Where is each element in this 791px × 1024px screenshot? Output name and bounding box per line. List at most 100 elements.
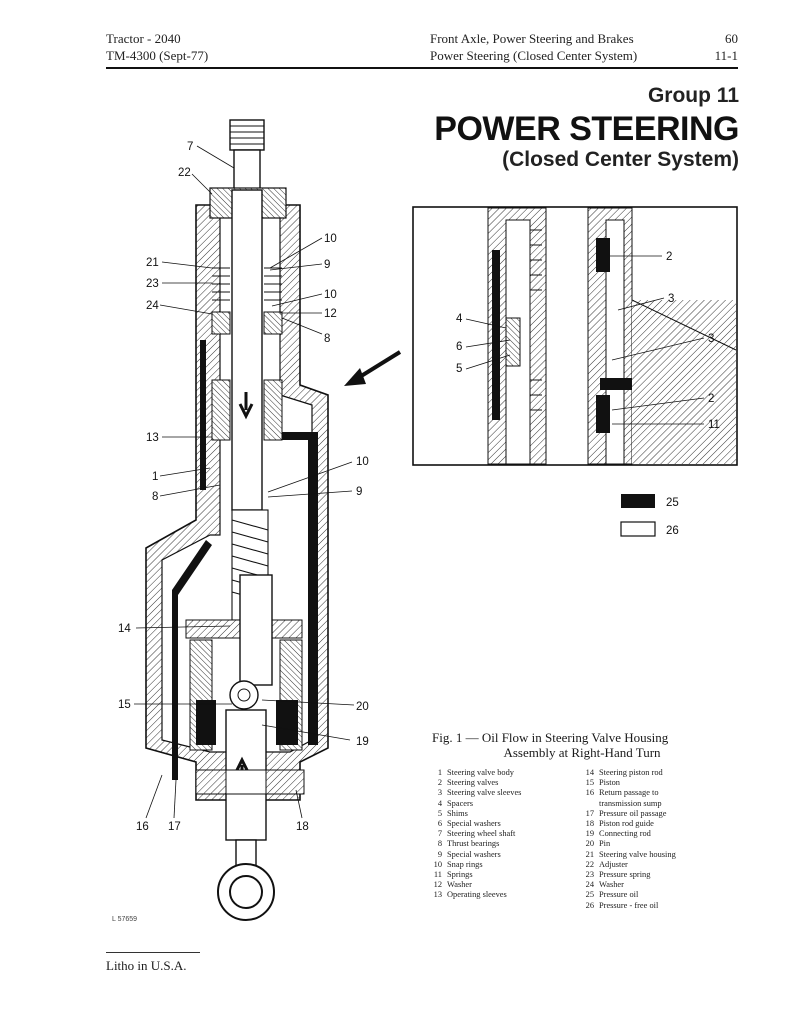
figure-id: L 57659 bbox=[112, 916, 138, 923]
part-number: 20 bbox=[585, 839, 594, 849]
callout-10c: 10 bbox=[356, 456, 369, 468]
parts-list-item: 7 Steering wheel shaft bbox=[428, 829, 578, 839]
part-name: Shims bbox=[447, 808, 468, 818]
legend-key-26: 26 bbox=[666, 525, 679, 537]
parts-list-item: transmission sump bbox=[580, 799, 740, 809]
part-name: Steering wheel shaft bbox=[447, 829, 516, 839]
figure-caption: Fig. 1 — Oil Flow in Steering Valve Hous… bbox=[432, 730, 732, 760]
part-number: 14 bbox=[585, 768, 594, 777]
caption-line1: Fig. 1 — Oil Flow in Steering Valve Hous… bbox=[432, 730, 669, 745]
part-number: 3 bbox=[437, 788, 442, 798]
part-name: Springs bbox=[447, 870, 473, 880]
parts-list-item: 14 Steering piston rod bbox=[580, 768, 740, 778]
parts-list-item: 11 Springs bbox=[428, 870, 578, 880]
page-title: POWER STEERING bbox=[434, 110, 739, 148]
part-name: Connecting rod bbox=[599, 829, 651, 839]
parts-list-item: 17 Pressure oil passage bbox=[580, 809, 740, 819]
header-right: Front Axle, Power Steering and Brakes 60… bbox=[430, 30, 738, 64]
callout-12: 12 bbox=[324, 308, 337, 320]
pressure-oil-swatch bbox=[621, 494, 655, 508]
part-number: 24 bbox=[585, 880, 594, 890]
callout-22: 22 bbox=[178, 167, 191, 179]
part-number: 10 bbox=[433, 859, 442, 869]
part-name: Special washers bbox=[447, 819, 501, 829]
section-number: 60 bbox=[725, 31, 738, 46]
parts-list-item: 19 Connecting rod bbox=[580, 829, 740, 839]
part-name: transmission sump bbox=[599, 798, 662, 808]
part-name: Pressure oil bbox=[599, 890, 639, 900]
callout-13: 13 bbox=[146, 432, 159, 444]
part-number: 5 bbox=[437, 808, 442, 818]
part-number: 23 bbox=[585, 870, 594, 880]
part-name: Pressure oil passage bbox=[599, 808, 667, 818]
part-number: 18 bbox=[585, 819, 594, 829]
part-number: 26 bbox=[585, 900, 594, 910]
part-number: 7 bbox=[437, 829, 442, 839]
part-name: Spacers bbox=[447, 798, 474, 808]
parts-list-item: 24 Washer bbox=[580, 880, 740, 890]
caption-line2: Assembly at Right-Hand Turn bbox=[503, 745, 661, 760]
callout-10b: 10 bbox=[324, 289, 337, 301]
part-number: 4 bbox=[437, 798, 442, 808]
callout-17: 17 bbox=[168, 821, 181, 833]
part-name: Snap rings bbox=[447, 859, 483, 869]
part-number: 25 bbox=[585, 890, 594, 900]
parts-list-item: 4 Spacers bbox=[428, 799, 578, 809]
part-number: 9 bbox=[437, 849, 442, 859]
page-subtitle: (Closed Center System) bbox=[502, 148, 739, 171]
parts-list-item: 10 Snap rings bbox=[428, 860, 578, 870]
callout-23: 23 bbox=[146, 278, 159, 290]
part-number bbox=[580, 799, 594, 809]
header-left: Tractor - 2040 TM-4300 (Sept-77) bbox=[106, 30, 208, 64]
callout-8a: 8 bbox=[324, 333, 330, 345]
part-number: 2 bbox=[437, 778, 442, 788]
detail-callout-4: 4 bbox=[456, 313, 463, 325]
part-name: Steering valve housing bbox=[599, 849, 676, 859]
part-name: Steering valve body bbox=[447, 768, 514, 777]
callout-9b: 9 bbox=[356, 486, 362, 498]
part-name: Washer bbox=[599, 880, 624, 890]
part-number: 19 bbox=[585, 829, 594, 839]
part-number: 17 bbox=[585, 808, 594, 818]
part-number: 15 bbox=[585, 778, 594, 788]
callout-1: 1 bbox=[152, 471, 158, 483]
parts-list-item: 6 Special washers bbox=[428, 819, 578, 829]
part-number: 12 bbox=[433, 880, 442, 890]
parts-list-item: 15 Piston bbox=[580, 778, 740, 788]
callout-10a: 10 bbox=[324, 233, 337, 245]
detail-callout-3a: 3 bbox=[668, 293, 674, 305]
detail-callout-11: 11 bbox=[708, 419, 720, 431]
header-rule bbox=[106, 67, 738, 69]
manual-id: TM-4300 (Sept-77) bbox=[106, 48, 209, 63]
part-name: Thrust bearings bbox=[447, 839, 500, 849]
pressure-free-oil-swatch bbox=[620, 521, 656, 537]
part-number: 22 bbox=[585, 859, 594, 869]
part-name: Steering piston rod bbox=[599, 768, 663, 777]
part-name: Washer bbox=[447, 880, 472, 890]
callout-18: 18 bbox=[296, 821, 309, 833]
part-name: Steering valves bbox=[447, 778, 499, 788]
part-name: Adjuster bbox=[599, 859, 628, 869]
parts-list-item: 12 Washer bbox=[428, 880, 578, 890]
parts-list-item: 5 Shims bbox=[428, 809, 578, 819]
part-name: Operating sleeves bbox=[447, 890, 507, 900]
callout-15: 15 bbox=[118, 699, 131, 711]
callout-21: 21 bbox=[146, 257, 159, 269]
part-name: Pressure - free oil bbox=[599, 900, 659, 910]
part-number: 6 bbox=[437, 819, 442, 829]
detail-callout-2b: 2 bbox=[708, 393, 714, 405]
part-name: Piston bbox=[599, 778, 620, 788]
callout-9a: 9 bbox=[324, 259, 330, 271]
part-number: 11 bbox=[433, 870, 442, 880]
parts-list-item: 2 Steering valves bbox=[428, 778, 578, 788]
tractor-model: Tractor - 2040 bbox=[106, 31, 181, 46]
